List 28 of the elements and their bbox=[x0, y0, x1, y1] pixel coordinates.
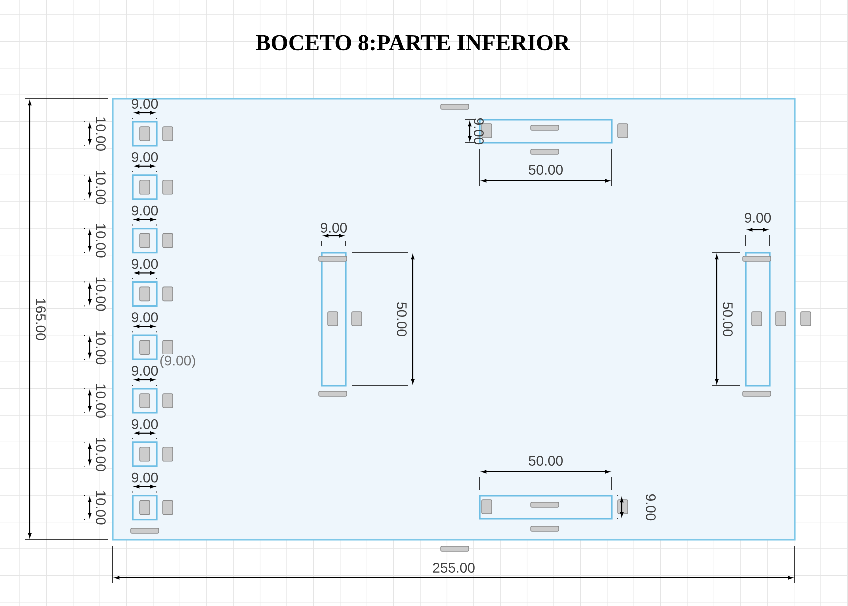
dimension-label: 9.00 bbox=[132, 152, 158, 162]
dimension-label: 50.00 bbox=[529, 165, 563, 175]
dimension-label: 10.00 bbox=[96, 118, 106, 151]
dimension-label: 165.00 bbox=[36, 299, 46, 340]
dimension-label: 9.00 bbox=[321, 223, 348, 233]
dimension-label: 10.00 bbox=[96, 170, 106, 204]
dimension-label: 9.00 bbox=[132, 206, 158, 216]
dimension-label: 9.00 bbox=[646, 494, 656, 521]
dimension-label: 9.00 bbox=[474, 118, 484, 145]
dimension-label: 10.00 bbox=[96, 438, 106, 472]
dimension-label: 9.00 bbox=[132, 472, 158, 483]
dimension-label: 10.00 bbox=[96, 384, 106, 418]
dimension-label: 10.00 bbox=[96, 224, 106, 258]
dimension-label: 255.00 bbox=[433, 563, 475, 573]
dimension-label: (9.00) bbox=[158, 354, 198, 370]
dimension-label: 50.00 bbox=[397, 302, 407, 336]
dimension-label: 9.00 bbox=[132, 99, 158, 109]
dimension-label: 10.00 bbox=[96, 331, 106, 365]
dimension-label: 10.00 bbox=[96, 491, 106, 525]
dimension-label: 10.00 bbox=[96, 278, 106, 312]
dimension-label: 9.00 bbox=[132, 259, 158, 270]
dimension-label: 50.00 bbox=[529, 456, 563, 466]
dimension-label: 9.00 bbox=[132, 419, 158, 430]
dimension-label: 50.00 bbox=[723, 302, 733, 336]
dimension-label: 9.00 bbox=[132, 312, 158, 323]
title: BOCETO 8:PARTE INFERIOR bbox=[256, 35, 570, 51]
dimension-label: 9.00 bbox=[745, 213, 772, 223]
dimension-label: 9.00 bbox=[132, 366, 158, 376]
